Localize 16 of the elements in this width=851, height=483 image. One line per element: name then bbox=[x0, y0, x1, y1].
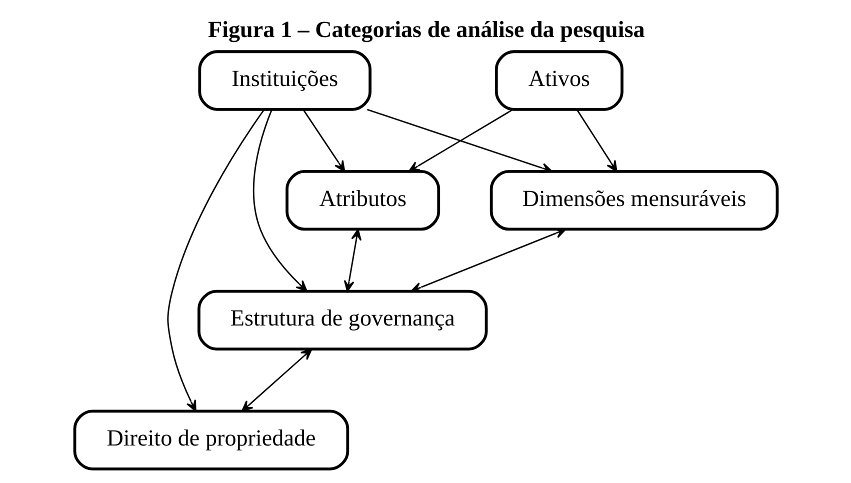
arrow bbox=[410, 228, 566, 292]
arrow bbox=[166, 109, 264, 412]
arrow bbox=[343, 228, 362, 292]
node-box: Direito de propriedade bbox=[72, 410, 349, 470]
arrow bbox=[366, 108, 552, 174]
node-box: Atributos bbox=[285, 170, 440, 231]
node-box: Instituições bbox=[198, 50, 371, 111]
diagram-title: Figura 1 – Categorias de análise da pesquisa bbox=[207, 16, 644, 42]
node-box: Ativos bbox=[494, 50, 623, 111]
arrow bbox=[576, 109, 617, 172]
node-box: Dimensões mensuráveis bbox=[489, 170, 778, 231]
arrow bbox=[302, 109, 345, 172]
arrow bbox=[252, 109, 307, 292]
arrow bbox=[240, 348, 312, 412]
node-box: Estrutura de governança bbox=[197, 290, 488, 351]
arrow bbox=[408, 109, 513, 172]
